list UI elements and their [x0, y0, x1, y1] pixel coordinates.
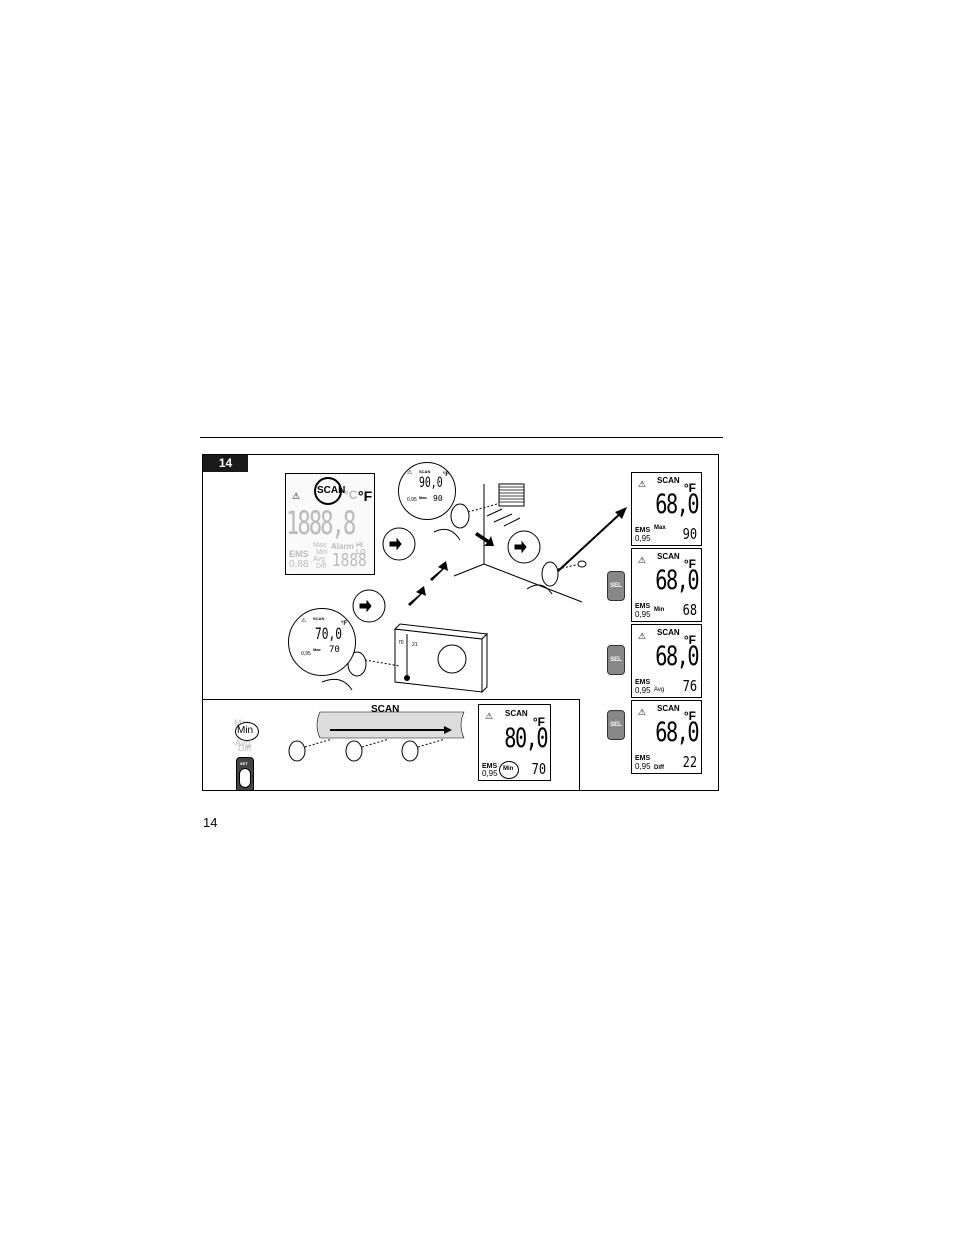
unit-f: °F: [358, 488, 373, 504]
scan-mode-panel: [202, 699, 580, 791]
scan-circle: [314, 477, 342, 505]
direction-arrows: [408, 532, 494, 606]
ems-value: 0,88: [289, 559, 309, 570]
trigger-callout-1: [382, 527, 416, 561]
trigger-callout-2: [352, 589, 386, 623]
warning-icon: ⚠: [292, 491, 301, 501]
set-button[interactable]: SET: [236, 757, 254, 791]
mode-avg: Avg: [235, 738, 251, 748]
scan-label: SCAN: [371, 704, 400, 715]
thermometer-gun-corner: [526, 560, 587, 595]
warning-icon: ⚠: [638, 479, 647, 489]
warning-icon: ⚠: [638, 631, 647, 641]
mode-avg: Avg: [313, 556, 325, 563]
hi-lo-label: HI LO: [356, 542, 366, 556]
figure-number: 14: [203, 455, 248, 472]
thermostat-scale-right: 21: [412, 642, 418, 648]
min-circle: [499, 761, 519, 779]
thermometer-gun-top: [433, 503, 498, 541]
big-digits: 1888,8: [286, 504, 356, 542]
selected-mode-circle: [235, 722, 259, 741]
thermometer-gun-bottom: [321, 651, 401, 691]
thermostat: [393, 623, 489, 694]
right-display-max: ⚠ SCAN °F 68,0 EMS 0,95 Max 90: [631, 472, 702, 546]
warning-icon: ⚠: [301, 618, 307, 624]
callout-display-70: ⚠ SCAN °F 70,0 0,95 Max 70: [288, 608, 356, 676]
right-display-avg: ⚠ SCAN °F 68,0 EMS 0,95 Avg 76: [631, 624, 702, 698]
right-display-diff: ⚠ SCAN °F 68,0 EMS 0,95 Diff 22: [631, 700, 702, 774]
unit-c: °C: [344, 488, 358, 502]
ems-label: EMS: [289, 549, 309, 559]
figure-frame: [202, 454, 719, 791]
callout-display-90: ⚠ SCAN °F 90,0 0,95 Max 90: [398, 462, 456, 520]
master-lcd: ⚠ SCAN °C °F 1888,8 EMS 0,88 Max Min Avg…: [285, 473, 375, 575]
warning-icon: ⚠: [638, 707, 647, 717]
trigger-callout-3: [507, 530, 541, 564]
alarm-label: Alarm: [331, 542, 354, 551]
small-digits: 1888: [332, 550, 367, 571]
sel-button-3[interactable]: SEL: [607, 710, 625, 740]
page-number: 14: [203, 815, 218, 830]
header-rule: [200, 437, 723, 438]
scan-result-display: ⚠ SCAN °F 80,0 EMS 0,95 Min 70: [478, 704, 551, 781]
wall-target: [486, 483, 525, 527]
mode-max: Max: [313, 542, 327, 549]
mode-diff: Diff: [238, 743, 252, 753]
scan-guns: [288, 738, 446, 762]
warning-icon: ⚠: [638, 555, 647, 565]
warning-icon: ⚠: [407, 470, 413, 476]
illustration: 70 21: [288, 483, 627, 762]
warning-icon: ⚠: [485, 711, 494, 721]
right-display-min: ⚠ SCAN °F 68,0 EMS 0,95 Min 68: [631, 548, 702, 622]
sel-button-1[interactable]: SEL: [607, 571, 625, 601]
sel-button-2[interactable]: SEL: [607, 645, 625, 675]
scan-band: [316, 711, 465, 739]
scan-label: SCAN: [317, 485, 346, 496]
mode-min: Min: [237, 725, 254, 736]
mode-min: Min: [316, 549, 328, 556]
mode-diff: Diff: [316, 563, 327, 570]
thermostat-scale-left: 70: [398, 640, 404, 646]
